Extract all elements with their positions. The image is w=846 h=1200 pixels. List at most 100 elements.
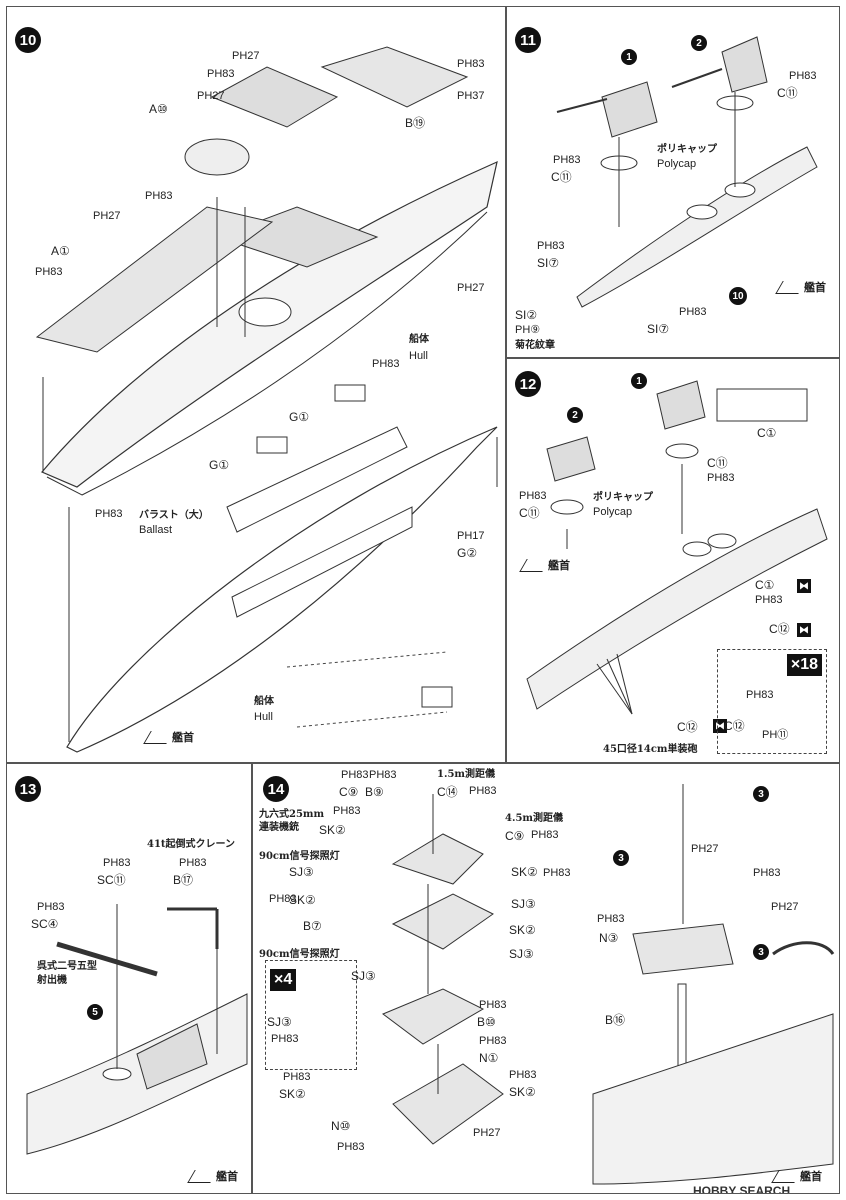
ballast-label-en: Ballast (139, 524, 173, 536)
part-ref: G① (289, 410, 310, 424)
hull-assembly-illustration (35, 46, 498, 753)
part-ref: G② (457, 546, 478, 560)
part-ref: B⑰ (173, 873, 194, 887)
bow-label: 艦首 (804, 281, 826, 294)
part-ref: PH⑨ (515, 324, 541, 336)
part-ref: PH27 (197, 90, 225, 102)
step-13-panel: 13 5 41t起倒式クレーン PH83 SC⑪ PH83 B⑰ PH83 SC… (6, 763, 252, 1194)
polycap-label-jp: ポリキャップ (657, 144, 717, 155)
part-ref: SK② (319, 823, 346, 837)
part-ref: SK② (511, 865, 538, 879)
bow-arrow-icon (143, 730, 174, 744)
callout-turret-2: 2 (691, 35, 707, 51)
step-14-panel: 14 ×4 3 3 3 1.5m測距儀 4.5m測距儀 九六式25mm 連装機銃… (252, 763, 840, 1194)
searchlight-detail-box: ×4 (265, 960, 357, 1070)
catapult-label: 呉式二号五型 射出機 (37, 961, 97, 986)
bow-indicator: 艦首 (519, 557, 570, 573)
step-10-panel: 10 PH27 PH83 A⑩ PH27 PH83 PH37 B⑲ PH83 P… (6, 6, 506, 763)
part-ref: PH83 (269, 893, 297, 905)
part-ref: B⑯ (605, 1013, 626, 1027)
gun-caption: 45口径14cm単装砲 (603, 744, 698, 755)
part-ref: PH83 (337, 1141, 365, 1153)
callout-3: 3 (613, 850, 629, 866)
bow-label: 艦首 (216, 1170, 238, 1183)
part-ref: PH83 (543, 867, 571, 879)
bow-label: 艦首 (172, 731, 194, 744)
part-ref: C① (755, 578, 775, 592)
part-ref: B⑦ (303, 919, 322, 933)
assembly-symbol-icon: ⧓ (797, 623, 811, 637)
rangefinder-4-5m-label: 4.5m測距儀 (505, 813, 563, 824)
part-ref: SJ③ (267, 1015, 292, 1029)
part-ref: PH83 (531, 829, 559, 841)
searchlight-label: 90cm信号探照灯 (259, 851, 340, 862)
callout-turret-1: 1 (621, 49, 637, 65)
part-ref: PH83 (145, 190, 173, 202)
crane-catapult-illustration (26, 904, 248, 1155)
hull-label-en: Hull (409, 350, 428, 362)
part-ref: PH⑪ (762, 729, 789, 741)
part-ref: SK② (289, 893, 316, 907)
part-ref: SJ③ (509, 947, 534, 961)
part-ref: C① (757, 426, 777, 440)
bow-arrow-icon (519, 558, 550, 572)
bow-arrow-icon (775, 280, 806, 294)
part-ref: SJ③ (511, 897, 536, 911)
part-ref: SK② (509, 923, 536, 937)
part-ref: PH83 (283, 1071, 311, 1083)
bow-indicator: 艦首 (775, 279, 826, 295)
part-ref: C⑪ (777, 86, 798, 100)
part-ref: PH83 (509, 1069, 537, 1081)
part-ref: PH83 (207, 68, 235, 80)
part-ref: PH17 (457, 530, 485, 542)
part-ref: PH27 (232, 50, 260, 62)
chrysanthemum-crest-label: 菊花紋章 (515, 340, 555, 351)
bow-arrow-icon (187, 1169, 218, 1183)
callout-hull-10: 10 (729, 287, 747, 305)
part-ref: PH83 (755, 594, 783, 606)
assembly-symbol-icon: ⧓ (797, 579, 811, 593)
part-ref: PH83 (479, 1035, 507, 1047)
part-ref: PH83 (553, 154, 581, 166)
hull-label-jp: 船体 (254, 696, 274, 707)
part-ref: PH27 (691, 843, 719, 855)
part-ref: SI⑦ (647, 322, 670, 336)
part-ref: SK② (509, 1085, 536, 1099)
part-ref: N⑩ (331, 1119, 351, 1133)
part-ref: C⑫ (769, 622, 790, 636)
part-ref: C⑫ (724, 719, 745, 733)
watermark: HOBBY SEARCH (693, 1184, 791, 1194)
callout-3: 3 (753, 786, 769, 802)
part-ref: C⑭ (437, 785, 458, 799)
part-ref: PH83 (341, 769, 369, 781)
part-ref: SC④ (31, 917, 59, 931)
single-gun-detail-box: ×18 PH83 C⑫ PH⑪ (717, 649, 827, 754)
step-11-panel: 11 1 2 10 PH83 C⑪ PH83 C⑪ PH83 SI⑦ SI② P… (506, 6, 840, 358)
part-ref: PH27 (93, 210, 121, 222)
callout-catapult-5: 5 (87, 1004, 103, 1020)
part-ref: PH27 (473, 1127, 501, 1139)
part-ref: N③ (599, 931, 619, 945)
polycap-label-jp: ポリキャップ (593, 492, 653, 503)
bow-indicator: 艦首 (143, 729, 194, 745)
crane-label: 41t起倒式クレーン (147, 839, 236, 850)
step-12-panel: 12 1 2 C① C⑪ PH83 PH83 C⑪ C① PH83 C⑫ C⑫ … (506, 358, 840, 763)
assembly-symbol-icon: ⧓ (713, 719, 727, 733)
part-ref: C⑪ (707, 456, 728, 470)
part-ref: PH37 (457, 90, 485, 102)
part-ref: PH83 (35, 266, 63, 278)
callout-turret-2: 2 (567, 407, 583, 423)
part-ref: G① (209, 458, 230, 472)
part-ref: C⑨ (505, 829, 525, 843)
part-ref: B⑩ (477, 1015, 496, 1029)
part-ref: PH27 (771, 901, 799, 913)
bridge-assembly-illustration (382, 784, 835, 1185)
main-turret-illustration (556, 36, 818, 308)
part-ref: PH83 (95, 508, 123, 520)
part-ref: PH83 (37, 901, 65, 913)
quantity-badge: ×4 (270, 969, 297, 991)
step-number: 12 (515, 371, 541, 397)
quantity-badge: ×18 (786, 654, 822, 676)
step-number: 14 (263, 776, 289, 802)
part-ref: SI② (515, 308, 538, 322)
